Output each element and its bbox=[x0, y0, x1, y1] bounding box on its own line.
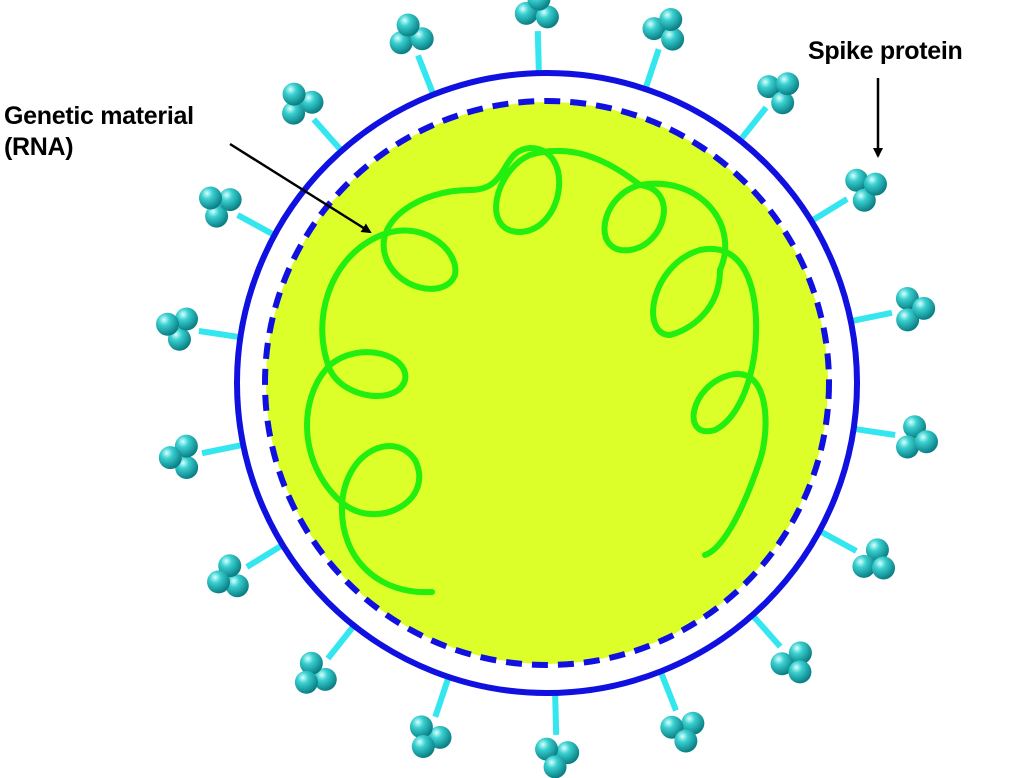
spike-head-ball bbox=[225, 574, 249, 598]
spike-protein bbox=[158, 434, 249, 480]
spike-protein bbox=[813, 525, 896, 580]
spike-protein bbox=[514, 0, 559, 79]
spike-head-ball bbox=[865, 538, 889, 562]
spike-head-ball bbox=[757, 75, 781, 99]
spike-head-ball bbox=[282, 101, 306, 125]
spike-head-ball bbox=[845, 168, 869, 192]
spike-head-ball bbox=[156, 312, 180, 336]
spike-head-ball bbox=[852, 554, 876, 578]
genetic-material-text: Genetic material bbox=[4, 102, 194, 130]
spike-head-ball bbox=[659, 7, 683, 31]
spike-head-ball bbox=[174, 434, 198, 458]
spike-protein bbox=[535, 687, 580, 778]
spike-protein bbox=[640, 7, 685, 95]
spike-protein bbox=[655, 665, 705, 753]
spike-head-ball bbox=[642, 17, 666, 41]
spike-head-ball bbox=[198, 186, 222, 210]
spike-protein bbox=[294, 619, 360, 694]
spike-protein bbox=[282, 82, 348, 157]
spike-head-ball bbox=[872, 556, 896, 580]
inner-membrane-dashed bbox=[262, 98, 832, 668]
spike-protein bbox=[805, 168, 887, 227]
spike-head-ball bbox=[776, 72, 800, 96]
spike-head-ball bbox=[527, 0, 551, 11]
spike-head-ball bbox=[158, 446, 182, 470]
rna-strand bbox=[304, 144, 769, 596]
spike-head-ball bbox=[410, 27, 434, 51]
spike-head-ball bbox=[770, 652, 794, 676]
spike-protein bbox=[746, 609, 812, 684]
spike-head-ball bbox=[863, 172, 887, 196]
spike-head-ball bbox=[896, 435, 920, 459]
spike-head-ball bbox=[535, 5, 559, 29]
core bbox=[266, 102, 828, 664]
spike-head-ball bbox=[661, 27, 685, 51]
spike-head-ball bbox=[205, 204, 229, 228]
spike-head-ball bbox=[681, 711, 705, 735]
spike-head-ball bbox=[535, 737, 559, 761]
rna-text: (RNA) bbox=[4, 133, 74, 161]
spike-head-ball bbox=[396, 13, 420, 37]
spike-head-ball bbox=[411, 735, 435, 759]
spike-protein-label: Spike protein bbox=[808, 37, 963, 65]
spike-head-ball bbox=[896, 308, 920, 332]
spike-head-ball bbox=[852, 188, 876, 212]
spike-head-ball bbox=[299, 651, 323, 675]
spike-protein bbox=[409, 671, 454, 759]
spike-head-ball bbox=[300, 90, 324, 114]
spike-protein bbox=[156, 307, 246, 351]
spike-protein bbox=[207, 539, 289, 598]
spike-protein bbox=[848, 415, 938, 459]
spike-head-ball bbox=[313, 667, 337, 691]
spike-head-ball bbox=[914, 430, 938, 454]
spike-head-ball bbox=[174, 307, 198, 331]
spike-head-ball bbox=[674, 729, 698, 753]
spike-head-ball bbox=[218, 188, 242, 212]
spike-head-ball bbox=[207, 570, 231, 594]
genetic-material-label: Genetic material (RNA) bbox=[4, 101, 194, 163]
spike-head-ball bbox=[282, 82, 306, 106]
spike-protein bbox=[198, 186, 281, 241]
spike-head-ball bbox=[771, 91, 795, 115]
spike-head-ball bbox=[543, 755, 567, 778]
spike-head-ball bbox=[428, 725, 452, 749]
spike-head-ball bbox=[294, 670, 318, 694]
spike-protein bbox=[734, 72, 800, 147]
spike-head-ball bbox=[788, 660, 812, 684]
spike-head-ball bbox=[788, 641, 812, 665]
spike-head-ball bbox=[409, 715, 433, 739]
spike-head-ball bbox=[912, 296, 936, 320]
spike-protein bbox=[389, 13, 439, 101]
spike-protein bbox=[845, 286, 936, 332]
genetic-material-arrow bbox=[229, 142, 372, 234]
spike-head-ball bbox=[660, 715, 684, 739]
spike-head-ball bbox=[389, 31, 413, 55]
spike-head-ball bbox=[218, 554, 242, 578]
